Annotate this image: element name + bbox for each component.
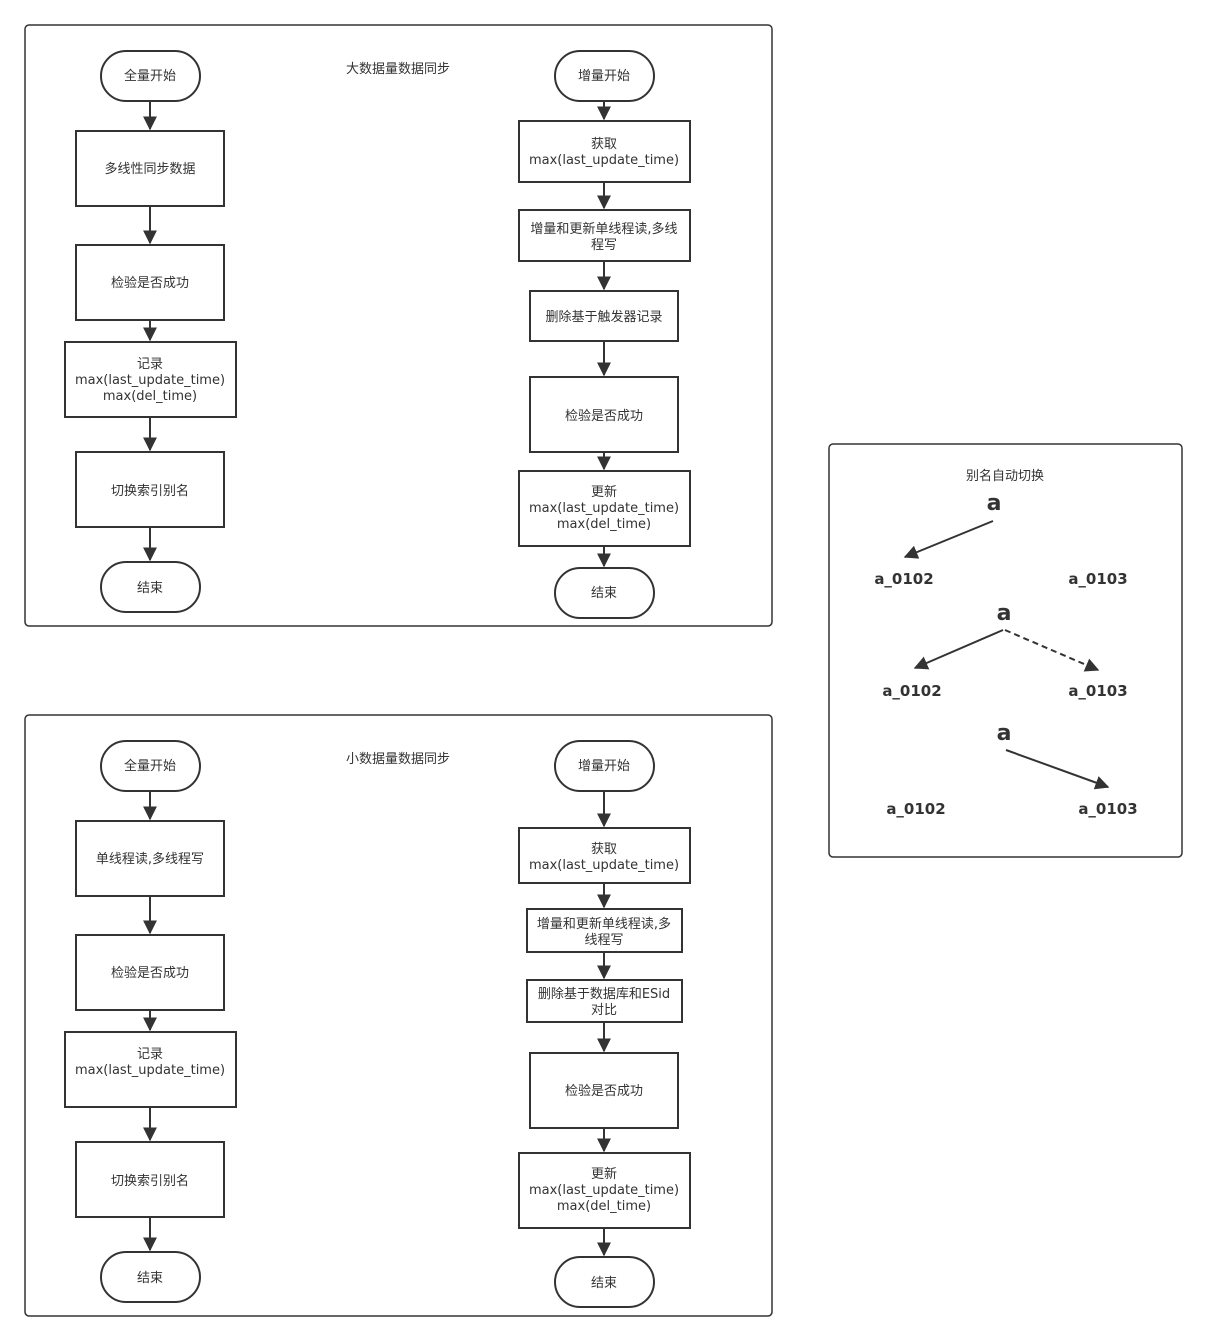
large-full-step3-line2: max(last_update_time)	[75, 373, 225, 388]
small-full-step4-node[interactable]	[75, 1141, 225, 1218]
alias-stage1-left-index: a_0102	[874, 570, 933, 588]
small-incr-end-node[interactable]	[554, 1256, 655, 1308]
large-full-step1-label: 多线性同步数据	[104, 161, 195, 177]
alias-panel-title: 别名自动切换	[966, 468, 1044, 484]
large-incr-step5-line1: 更新	[591, 484, 617, 500]
large-full-step4-label: 切换索引别名	[111, 483, 189, 499]
alias-stage3-edge-right	[1005, 749, 1110, 790]
large-incr-end-node[interactable]	[554, 567, 655, 619]
small-full-end-label: 结束	[137, 1271, 163, 1286]
large-incr-step3-label: 删除基于触发器记录	[545, 309, 662, 325]
small-full-step2-node[interactable]	[75, 934, 225, 1011]
small-incr-step1-line1: 获取	[591, 842, 617, 857]
alias-stage1-right-index: a_0103	[1068, 570, 1127, 588]
small-incr-step2-node[interactable]	[526, 908, 683, 953]
large-full-start-label: 全量开始	[124, 68, 176, 84]
alias-stage3-left-index: a_0102	[886, 800, 945, 818]
large-incr-step4-node[interactable]	[529, 376, 679, 453]
small-panel-title: 小数据量数据同步	[346, 752, 450, 767]
small-full-step3-line1: 记录	[137, 1047, 163, 1062]
small-incr-step4-node[interactable]	[529, 1052, 679, 1129]
large-incr-step2-line2: 程写	[591, 238, 617, 253]
large-incr-step1-line2: max(last_update_time)	[529, 153, 679, 168]
small-incr-step5-line2: max(last_update_time)	[529, 1183, 679, 1198]
large-incr-step1-line1: 获取	[591, 137, 617, 152]
small-full-step1-node[interactable]	[75, 820, 225, 897]
alias-stage1-alias: a	[987, 491, 1002, 516]
alias-stage2-left-index: a_0102	[882, 682, 941, 700]
large-sync-panel	[24, 24, 773, 627]
small-incr-step3-line1: 删除基于数据库和ESid	[538, 986, 670, 1002]
alias-stage3-right-index: a_0103	[1078, 800, 1137, 818]
large-full-step4-node[interactable]	[75, 451, 225, 528]
small-sync-panel	[24, 714, 773, 1317]
small-incr-end-label: 结束	[591, 1276, 617, 1291]
small-incr-start-label: 增量开始	[578, 759, 630, 774]
small-incr-step2-line1: 增量和更新单线程读,多	[537, 916, 671, 932]
large-incr-step2-line1: 增量和更新单线程读,多线	[530, 221, 677, 237]
small-incr-step1-node[interactable]	[518, 827, 691, 884]
large-incr-step5-line2: max(last_update_time)	[529, 501, 679, 516]
large-full-end-label: 结束	[137, 581, 163, 596]
alias-stage1-edge-left	[903, 520, 994, 559]
alias-stage2-edge-right-dashed	[1004, 629, 1100, 672]
small-full-step2-label: 检验是否成功	[111, 965, 189, 981]
large-full-step2-node[interactable]	[75, 244, 225, 321]
small-incr-step1-line2: max(last_update_time)	[529, 858, 679, 873]
small-full-step1-label: 单线程读,多线程写	[96, 851, 204, 867]
large-incr-step4-label: 检验是否成功	[565, 408, 643, 424]
small-full-step4-label: 切换索引别名	[111, 1173, 189, 1189]
large-full-step3-line3: max(del_time)	[103, 389, 197, 404]
alias-switch-panel	[828, 443, 1183, 858]
large-incr-step5-node[interactable]	[518, 470, 691, 547]
large-incr-end-label: 结束	[591, 586, 617, 601]
small-incr-step5-line1: 更新	[591, 1166, 617, 1182]
alias-stage2-right-index: a_0103	[1068, 682, 1127, 700]
large-full-step1-node[interactable]	[75, 130, 225, 207]
large-incr-start-label: 增量开始	[578, 69, 630, 84]
alias-stage2-edge-left	[913, 629, 1004, 670]
large-incr-step3-node[interactable]	[529, 290, 679, 342]
large-full-end-node[interactable]	[100, 561, 201, 613]
small-full-start-label: 全量开始	[124, 758, 176, 774]
small-incr-step2-line2: 线程写	[584, 933, 623, 948]
small-incr-step4-label: 检验是否成功	[565, 1083, 643, 1099]
large-full-step2-label: 检验是否成功	[111, 275, 189, 291]
large-incr-step5-line3: max(del_time)	[557, 517, 651, 532]
small-incr-step5-line3: max(del_time)	[557, 1199, 651, 1214]
large-incr-step2-node[interactable]	[518, 209, 691, 262]
small-full-end-node[interactable]	[100, 1251, 201, 1303]
small-full-step3-line2: max(last_update_time)	[75, 1063, 225, 1078]
alias-stage2-alias: a	[997, 601, 1012, 626]
large-full-step3-line1: 记录	[137, 357, 163, 372]
small-incr-step3-line2: 对比	[591, 1003, 617, 1018]
large-panel-title: 大数据量数据同步	[346, 62, 450, 77]
alias-stage3-alias: a	[997, 721, 1012, 746]
